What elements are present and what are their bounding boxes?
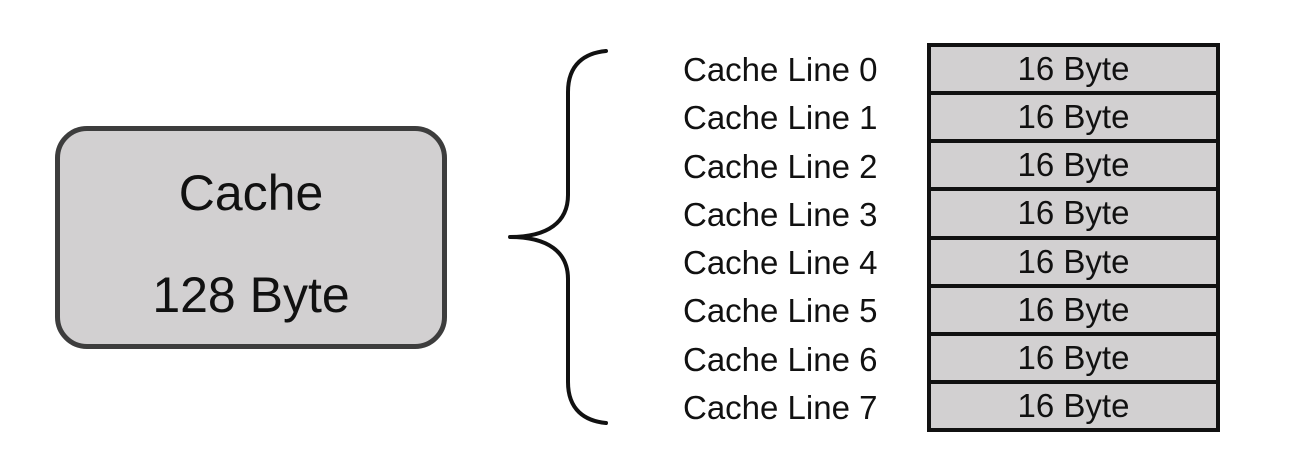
cache-line-labels: Cache Line 0 Cache Line 1 Cache Line 2 C… xyxy=(683,46,913,432)
cache-line-size-cell: 16 Byte xyxy=(931,47,1216,92)
cache-line-label: Cache Line 1 xyxy=(683,99,878,137)
cache-line-label: Cache Line 6 xyxy=(683,340,878,378)
cache-line-label: Cache Line 7 xyxy=(683,388,878,426)
cache-title: Cache xyxy=(178,165,324,221)
cache-line-size-cell: 16 Byte xyxy=(931,143,1216,188)
cache-line-size-cell: 16 Byte xyxy=(931,287,1216,332)
cache-line-size-cell: 16 Byte xyxy=(931,95,1216,140)
cache-line-label: Cache Line 3 xyxy=(683,195,878,233)
cache-line-label: Cache Line 2 xyxy=(683,147,878,185)
cache-line-label: Cache Line 0 xyxy=(683,51,878,88)
cache-line-size-cell: 16 Byte xyxy=(931,191,1216,236)
cache-line-label: Cache Line 4 xyxy=(683,244,878,281)
cache-line-size-cell: 16 Byte xyxy=(931,239,1216,284)
cache-line-table: 16 Byte 16 Byte 16 Byte 16 Byte 16 Byte … xyxy=(927,43,1220,432)
cache-line-label: Cache Line 5 xyxy=(683,292,878,330)
cache-line-size-cell: 16 Byte xyxy=(931,383,1216,428)
cache-box: Cache 128 Byte xyxy=(55,126,447,349)
cache-size: 128 Byte xyxy=(152,267,350,323)
cache-line-size-cell: 16 Byte xyxy=(931,335,1216,380)
